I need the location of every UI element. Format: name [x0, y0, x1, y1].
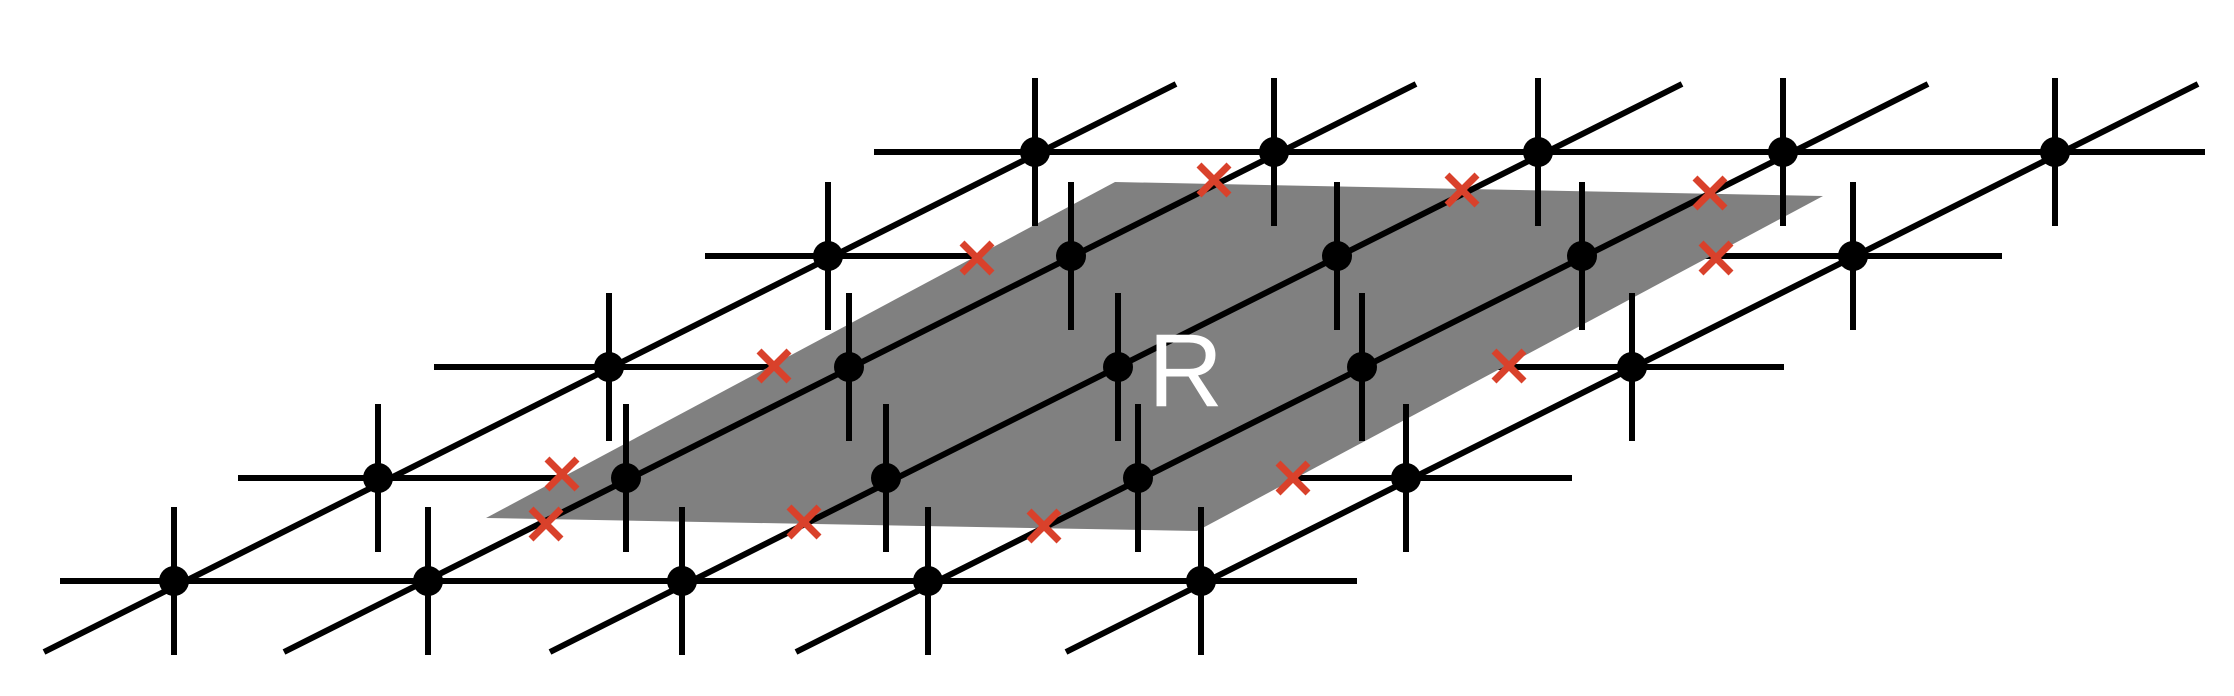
lattice-node	[1347, 352, 1377, 382]
defect-marker	[756, 348, 792, 384]
defect-marker	[544, 456, 580, 492]
defect-marker	[1196, 162, 1232, 198]
lattice-node	[1259, 137, 1289, 167]
lattice-node	[2040, 137, 2070, 167]
region-r	[486, 182, 1823, 531]
lattice-node	[594, 352, 624, 382]
lattice-node	[1838, 241, 1868, 271]
lattice-node	[363, 463, 393, 493]
lattice-node	[1020, 137, 1050, 167]
defect-marker	[528, 506, 564, 542]
lattice-node	[813, 241, 843, 271]
lattice-node	[667, 566, 697, 596]
lattice-node	[159, 566, 189, 596]
lattice-node	[1186, 566, 1216, 596]
lattice-node	[1103, 352, 1133, 382]
lattice-node	[413, 566, 443, 596]
defect-marker	[1491, 348, 1527, 384]
lattice-node	[1123, 463, 1153, 493]
lattice-node	[871, 463, 901, 493]
lattice-node	[1768, 137, 1798, 167]
lattice-node	[913, 566, 943, 596]
defect-marker	[1698, 240, 1734, 276]
defect-marker	[1275, 460, 1311, 496]
defect-marker	[959, 240, 995, 276]
lattice-node	[611, 463, 641, 493]
lattice-node	[834, 352, 864, 382]
defect-marker	[1692, 175, 1728, 211]
defect-marker	[1026, 508, 1062, 544]
lattice-node	[1617, 352, 1647, 382]
lattice-node	[1056, 241, 1086, 271]
region-label: R	[1148, 313, 1223, 429]
lattice-node	[1567, 241, 1597, 271]
defect-marker	[786, 504, 822, 540]
lattice-nodes	[159, 78, 2070, 655]
defect-marker	[1444, 172, 1480, 208]
lattice-node	[1523, 137, 1553, 167]
lattice-node	[1391, 463, 1421, 493]
lattice-node	[1322, 241, 1352, 271]
defect-markers	[528, 162, 1734, 544]
